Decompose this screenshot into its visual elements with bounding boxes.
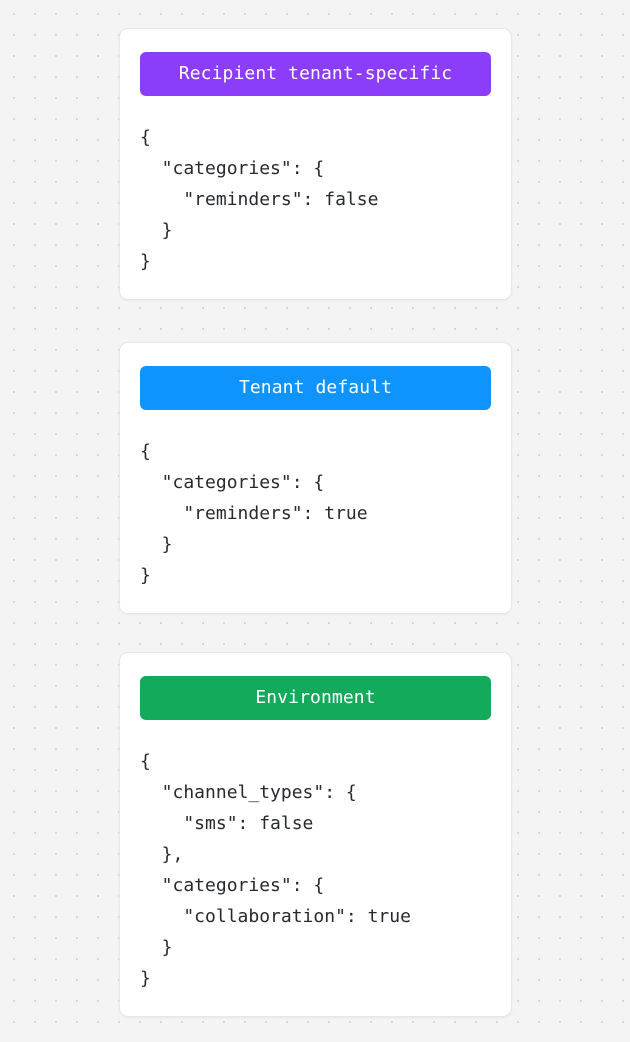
layer-code-block: { "categories": { "reminders": true } } [140, 441, 368, 586]
layer-badge-environment[interactable]: Environment [140, 676, 491, 720]
preference-layer-card: Environment { "channel_types": { "sms": … [119, 652, 512, 1017]
layer-code-block: { "channel_types": { "sms": false }, "ca… [140, 751, 411, 989]
preference-layer-card: Tenant default { "categories": { "remind… [119, 342, 512, 614]
layer-code-block: { "categories": { "reminders": false } } [140, 127, 379, 272]
preference-layer-card: Recipient tenant-specific { "categories"… [119, 28, 512, 300]
layer-badge-recipient-tenant-specific[interactable]: Recipient tenant-specific [140, 52, 491, 96]
layer-badge-tenant-default[interactable]: Tenant default [140, 366, 491, 410]
preference-layer-stack: Recipient tenant-specific { "categories"… [119, 28, 512, 1017]
